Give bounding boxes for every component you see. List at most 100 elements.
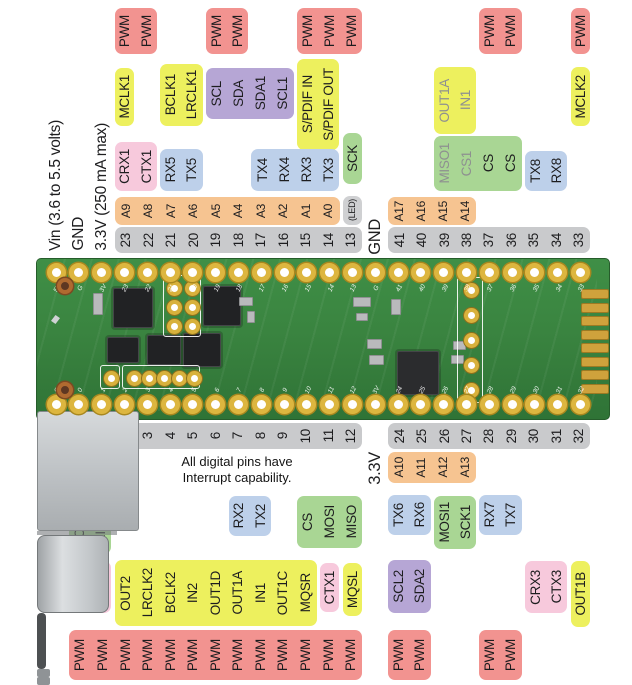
- pin-hole: [46, 262, 66, 282]
- pin-label: IN1: [457, 90, 473, 111]
- pin-label: PWM: [162, 638, 178, 672]
- pin-label-cell: BCLK2: [159, 560, 181, 626]
- pin-hole: [411, 262, 431, 282]
- pin-label-cell: PWM: [340, 630, 363, 680]
- pin-hole: [320, 394, 340, 414]
- pin-label-cell: 36: [500, 227, 522, 253]
- pin-label: A13: [458, 457, 473, 478]
- pin-label-cell: LRCLK1: [181, 64, 202, 126]
- pin-hole: [69, 262, 89, 282]
- pin-label: 12: [343, 428, 359, 444]
- pin-label-cell: 40: [411, 227, 433, 253]
- pin-label-cell: 24: [388, 423, 410, 449]
- pin-label-cell: SDA2: [409, 560, 430, 613]
- pin-label-cell: MCLK1: [115, 68, 135, 126]
- pin-label-cell: SCK1: [455, 496, 476, 549]
- pin-label-cell: A14: [454, 197, 476, 225]
- pin-label: A11: [414, 457, 429, 478]
- pin-label-cell: PWM: [227, 630, 250, 680]
- pin-label: 22: [140, 232, 156, 248]
- pin-label: A3: [253, 203, 268, 219]
- pin-label-cell: OUT1A: [227, 560, 249, 626]
- pin-label: RX5: [162, 157, 178, 183]
- ethernet-pin-hole: [166, 318, 182, 334]
- pin-label-cell: SCL: [206, 68, 228, 119]
- pin-hole: [548, 394, 568, 414]
- pin-label: OUT1D: [207, 570, 223, 616]
- pin-label-cell: TX2: [250, 496, 271, 536]
- pin-label-cell: RX2: [229, 496, 250, 536]
- pin-label: RX7: [482, 502, 498, 528]
- pin-label: PWM: [572, 14, 588, 48]
- pin-label: TX2: [252, 504, 268, 528]
- pin-label: TX6: [390, 503, 406, 527]
- onoff-pad: [100, 365, 120, 389]
- ethernet-pin-hole: [166, 299, 182, 315]
- pin-label-cell: A12: [432, 452, 454, 483]
- pin-function-box: MCLK2: [570, 67, 591, 126]
- pin-label-cell: PWM: [115, 8, 136, 54]
- pin-label: 8: [252, 432, 268, 440]
- pin-label: PWM: [298, 638, 314, 672]
- pin-label: 13: [343, 232, 359, 248]
- pin-function-box: OUT1B: [570, 561, 591, 627]
- pin-label: TX5: [184, 158, 200, 182]
- pin-label-cell: CS1: [456, 136, 478, 191]
- pin-label: 20: [185, 232, 201, 248]
- pin-label: A9: [118, 203, 133, 219]
- pin-label-cell: A1: [295, 197, 318, 225]
- pin-label: MISO: [343, 505, 359, 539]
- pin-label-cell: MISO: [340, 496, 362, 548]
- pin-label-cell: 11: [317, 423, 340, 449]
- sd-contact-finger: [581, 302, 609, 313]
- pin-label-cell: OUT2: [115, 560, 137, 626]
- pin-hole: [548, 262, 568, 282]
- pin-label-cell: TX3: [317, 149, 339, 191]
- usb-host-header: [122, 365, 202, 389]
- pin-label: CTX3: [549, 570, 565, 604]
- pin-hole: [46, 394, 66, 414]
- pin-label-cell: MQSL: [343, 563, 363, 616]
- pin-label-cell: CS: [478, 136, 500, 191]
- pin-label: S/PDIF OUT: [321, 68, 337, 141]
- pin-label: A0: [321, 203, 336, 219]
- sd-contact-finger: [581, 316, 609, 326]
- pin-label-cell: PWM: [182, 630, 205, 680]
- usb-host-pin-hole: [141, 370, 157, 386]
- pin-hole: [411, 394, 431, 414]
- pin-label: TX7: [503, 503, 519, 527]
- pin-label-cell: CTX1: [320, 563, 340, 612]
- pin-label: 14: [320, 232, 336, 248]
- pin-label-cell: MISO1: [434, 136, 456, 191]
- pin-hole: [434, 394, 454, 414]
- pin-label-cell: 7: [227, 423, 250, 449]
- pin-label-cell: IN1: [249, 560, 271, 626]
- pin-hole: [525, 394, 545, 414]
- pin-label-cell: A6: [182, 197, 205, 225]
- pin-label: LRCLK2: [140, 568, 156, 618]
- pin-label-cell: A5: [205, 197, 228, 225]
- pin-label-cell: OUT1C: [272, 560, 294, 626]
- pin-label-cell: 12: [340, 423, 363, 449]
- pin-hole: [365, 262, 385, 282]
- pin-label: RX4: [276, 157, 292, 183]
- pin-hole: [479, 394, 499, 414]
- pin-hole: [388, 394, 408, 414]
- pin-label: TX4: [254, 158, 270, 182]
- pin-label-cell: TX7: [501, 495, 522, 535]
- pin-label: PWM: [275, 638, 291, 672]
- pin-hole: [297, 262, 317, 282]
- pin-label-cell: 28: [478, 423, 500, 449]
- memory-pad-hole: [463, 307, 479, 323]
- pin-label-cell: TX8: [525, 151, 546, 191]
- pin-label: 38: [458, 232, 474, 248]
- ethernet-pin-hole: [184, 280, 200, 296]
- pin-label-cell: TX5: [181, 149, 202, 191]
- pin-hole: [160, 394, 180, 414]
- pin-label: A10: [392, 457, 407, 478]
